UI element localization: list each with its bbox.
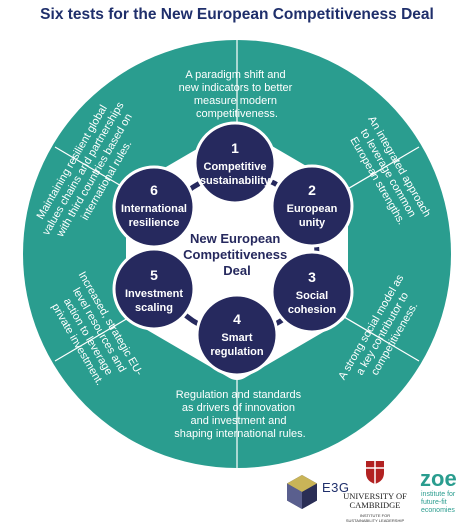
center-line-1: New European — [190, 231, 280, 246]
test-node-2-label-1: European — [287, 203, 338, 215]
description-1-line-2: new indicators to better — [179, 82, 293, 94]
description-1-line-3: measure modern — [194, 95, 277, 107]
footer-logos: E3G UNIVERSITY OF CAMBRIDGE INSTITUTE FO… — [0, 458, 474, 528]
description-1-line-4: competitiveness. — [196, 108, 278, 120]
center-line-3: Deal — [223, 263, 250, 278]
test-node-6-number: 6 — [150, 182, 158, 198]
cambridge-crest-icon — [366, 461, 384, 484]
test-node-5: 5 Investment scaling — [112, 247, 196, 331]
cambridge-sub-2: SUSTAINABILITY LEADERSHIP — [345, 518, 405, 523]
center-label: New European Competitiveness Deal — [183, 231, 291, 278]
zoe-tag-1: institute for — [421, 491, 456, 498]
test-node-3-circle — [270, 250, 354, 334]
test-node-2: 2 European unity — [270, 164, 354, 248]
test-node-2-number: 2 — [308, 182, 316, 198]
test-node-1-label-2: sustainability — [200, 175, 271, 187]
zoe-tagline: institute for future-fit economies — [421, 491, 474, 515]
cambridge-line-1: UNIVERSITY OF — [343, 491, 407, 501]
test-node-3-number: 3 — [308, 269, 316, 285]
test-node-2-circle — [270, 164, 354, 248]
test-node-4-number: 4 — [233, 311, 241, 327]
e3g-logo-facet-right — [302, 483, 317, 509]
test-node-1: 1 Competitive sustainability — [193, 121, 277, 205]
test-node-1-circle — [193, 121, 277, 205]
test-node-3: 3 Social cohesion — [270, 250, 354, 334]
description-4-line-1: Regulation and standards — [176, 389, 302, 401]
zoe-tag-3: economies — [421, 507, 455, 514]
test-node-3-label-2: cohesion — [288, 304, 337, 316]
page-title: Six tests for the New European Competiti… — [40, 6, 434, 23]
cambridge-cross — [366, 461, 384, 484]
description-4-line-4: shaping international rules. — [174, 428, 305, 440]
zoe-logo-text: zoe — [420, 466, 457, 491]
test-node-4-label-1: Smart — [221, 332, 253, 344]
test-node-6-label-2: resilience — [129, 217, 180, 229]
test-node-5-label-2: scaling — [135, 302, 173, 314]
test-node-1-label-1: Competitive — [204, 161, 267, 173]
test-node-5-label-1: Investment — [125, 288, 183, 300]
cambridge-logo-text: UNIVERSITY OF CAMBRIDGE — [340, 492, 410, 510]
test-node-3-label-1: Social — [296, 290, 328, 302]
zoe-tag-2: future-fit — [421, 499, 447, 506]
test-node-1-number: 1 — [231, 140, 239, 156]
test-node-5-number: 5 — [150, 267, 158, 283]
cambridge-sub-1: INSTITUTE FOR — [359, 513, 391, 518]
description-4-line-3: and investment and — [190, 415, 286, 427]
description-1-line-1: A paradigm shift and — [185, 69, 285, 81]
test-node-2-label-2: unity — [299, 217, 326, 229]
e3g-logo-facet-left — [287, 483, 302, 509]
test-node-4: 4 Smart regulation — [195, 293, 279, 377]
test-node-6: 6 International resilience — [112, 165, 196, 249]
test-node-4-label-2: regulation — [210, 346, 263, 358]
center-line-2: Competitiveness — [183, 247, 287, 262]
description-4: Regulation and standards as drivers of i… — [174, 389, 305, 440]
cambridge-sub-text: INSTITUTE FOR SUSTAINABILITY LEADERSHIP — [340, 513, 410, 523]
description-4-line-2: as drivers of innovation — [182, 402, 295, 414]
test-node-4-circle — [195, 293, 279, 377]
e3g-logo-icon — [287, 475, 317, 509]
test-node-5-circle — [112, 247, 196, 331]
e3g-logo-text: E3G — [322, 480, 350, 495]
description-1: A paradigm shift and new indicators to b… — [179, 69, 296, 120]
test-node-6-label-1: International — [121, 203, 187, 215]
test-node-6-circle — [112, 165, 196, 249]
cambridge-line-2: CAMBRIDGE — [349, 500, 401, 510]
